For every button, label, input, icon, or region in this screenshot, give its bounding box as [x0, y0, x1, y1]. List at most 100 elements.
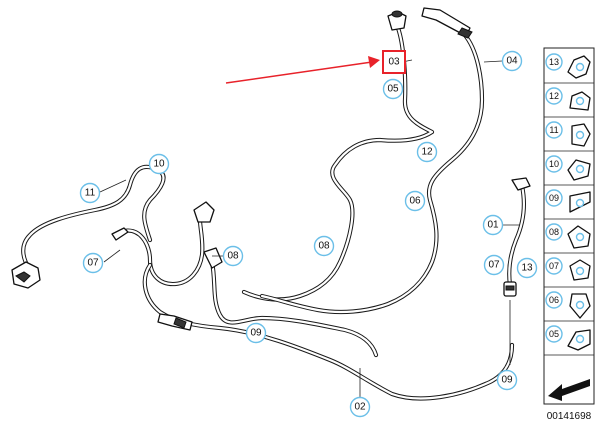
callout-label: 06 [409, 196, 421, 207]
callout-label: 01 [487, 220, 499, 231]
retainer-06-icon [569, 293, 591, 319]
panel-item-08: 08 [545, 223, 591, 249]
direction-arrow-icon [548, 379, 590, 401]
callout-09: 09 [245, 322, 267, 344]
drawing-number: 00141698 [547, 411, 592, 422]
connector-elbow-08 [193, 201, 223, 269]
callout-label: 10 [153, 159, 165, 170]
callout-ring [404, 190, 426, 212]
connector-top-04 [421, 7, 473, 39]
callout-label: 11 [85, 188, 96, 199]
callout-07: 07 [483, 254, 505, 276]
hose-clip-13-icon [567, 55, 591, 79]
hose-07 [117, 207, 205, 287]
callout-label: 08 [318, 241, 330, 252]
callout-ring [545, 53, 563, 71]
bracket-05-icon [567, 329, 591, 351]
hose-holder-11-icon [571, 123, 591, 147]
callout-ring [545, 87, 563, 105]
callout-02: 02 [349, 396, 371, 418]
panel-item-label: 10 [549, 159, 559, 169]
callout-13: 13 [516, 257, 538, 279]
callout-ring [545, 291, 563, 309]
callout-label: 09 [250, 328, 262, 339]
callout-04: 04 [501, 50, 523, 72]
callout-ring [148, 153, 170, 175]
fittings [11, 7, 531, 331]
callout-ring [222, 245, 244, 267]
panel-item-10: 10 [545, 155, 591, 181]
callout-ring [545, 121, 563, 139]
callout-label: 05 [387, 84, 399, 95]
callout-01: 01 [482, 214, 504, 236]
callout-label: 07 [87, 258, 99, 269]
parts-panel: 13 12 11 10 09 08 07 06 05 [543, 47, 595, 405]
panel-item-13: 13 [545, 53, 591, 79]
hose-08 [209, 259, 379, 358]
callout-05: 05 [382, 78, 404, 100]
callout-06: 06 [404, 190, 426, 212]
callout-11: 11 [79, 182, 101, 204]
highlight-box [382, 50, 406, 74]
callout-ring [501, 50, 523, 72]
callout-label: 04 [506, 56, 518, 67]
main-callouts: 03 04 05 12 10 11 06 08 08 07 01 07 13 09 09 02 [79, 50, 538, 418]
callout-ring [382, 78, 404, 100]
callout-label: 12 [421, 147, 433, 158]
panel-item-label: 06 [549, 295, 559, 305]
hose-clip-07-icon [569, 259, 591, 281]
callout-ring [82, 252, 104, 274]
callout-ring [349, 396, 371, 418]
callout-ring [313, 235, 335, 257]
callout-ring [545, 325, 563, 343]
hose-02 [142, 262, 515, 401]
callout-ring [496, 369, 518, 391]
callout-ring [516, 257, 538, 279]
callout-label: 02 [354, 402, 366, 413]
connector-nozzle-10 [111, 227, 129, 241]
panel-item-12: 12 [545, 87, 591, 111]
panel-item-label: 12 [549, 91, 559, 101]
panel-item-06: 06 [545, 291, 591, 319]
panel-item-label: 13 [549, 57, 559, 67]
callout-label: 08 [227, 251, 239, 262]
panel-item-07: 07 [545, 257, 591, 281]
callout-ring [545, 223, 563, 241]
connector-left-11 [11, 261, 41, 289]
panel-item-label: 07 [549, 261, 559, 271]
callout-08: 08 [313, 235, 335, 257]
callout-ring [79, 182, 101, 204]
callout-ring [545, 155, 563, 173]
hose-clip-08-icon [567, 225, 591, 249]
callout-label: 07 [488, 260, 500, 271]
hose-04 [259, 31, 485, 315]
callout-ring [483, 254, 505, 276]
callout-03-highlighted: 03 [382, 50, 406, 74]
panel-item-09: 09 [545, 189, 591, 213]
connector-01-top [511, 177, 531, 191]
connector-top-03 [387, 10, 407, 31]
callout-ring [416, 141, 438, 163]
panel-item-label: 05 [549, 329, 559, 339]
callout-label: 09 [501, 375, 513, 386]
callout-08: 08 [222, 245, 244, 267]
leader-lines [99, 59, 520, 398]
highlight-arrow [225, 56, 380, 84]
panel-item-label: 11 [549, 125, 558, 135]
hose-clip-12-icon [569, 91, 591, 111]
bracket-09-icon [569, 191, 591, 213]
callout-label: 03 [388, 57, 400, 68]
callout-10: 10 [148, 153, 170, 175]
callout-ring [245, 322, 267, 344]
hose-holder-10-icon [567, 159, 591, 181]
callout-label: 13 [521, 263, 533, 274]
callout-ring [482, 214, 504, 236]
panel-item-label: 09 [549, 193, 559, 203]
callout-07: 07 [82, 252, 104, 274]
callout-ring [545, 189, 563, 207]
panel-item-11: 11 [545, 121, 591, 147]
connector-01-bottom [503, 281, 517, 297]
connector-union-02 [157, 313, 193, 331]
hose-lines [21, 25, 527, 401]
callout-12: 12 [416, 141, 438, 163]
